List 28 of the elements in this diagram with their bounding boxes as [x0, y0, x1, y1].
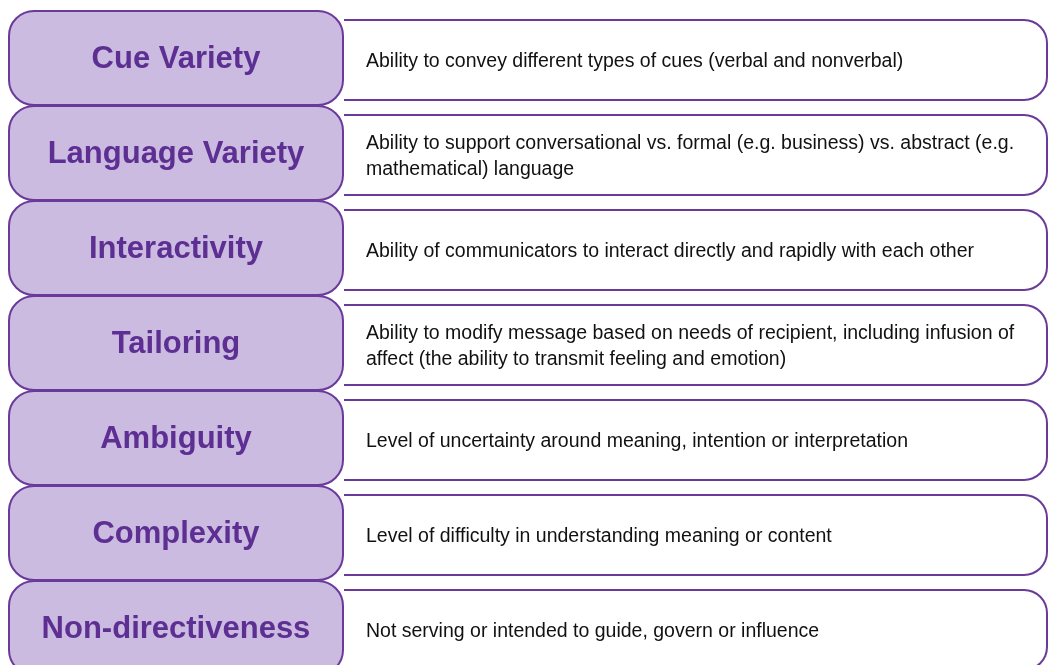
description-box: [344, 494, 1048, 576]
description-box: [344, 114, 1048, 196]
description-text: Ability to support conversational vs. formal (e.g. business) vs. abstract (e.g. mathematical) language: [366, 130, 1016, 181]
term-label: Cue Variety: [91, 40, 261, 76]
description-text: Level of difficulty in understanding meaning or content: [366, 523, 832, 548]
term-box: [8, 390, 344, 486]
term-box: [8, 200, 344, 296]
term-label: Interactivity: [89, 230, 263, 266]
description-text: Ability to convey different types of cues (verbal and nonverbal): [366, 48, 904, 73]
term-label: Non-directiveness: [41, 610, 311, 646]
term-label: Ambiguity: [100, 420, 252, 456]
term-label: Tailoring: [111, 325, 241, 361]
term-box: [8, 10, 344, 106]
description-box: [344, 399, 1048, 481]
term-label: Complexity: [92, 515, 260, 551]
description-text: Ability to modify message based on needs of recipient, including infusion of affect (the ability to transmit feeling and emotion): [366, 320, 1016, 371]
term-label: Language Variety: [47, 135, 305, 171]
term-box: [8, 485, 344, 581]
term-box: [8, 580, 344, 665]
description-text: Level of uncertainty around meaning, intention or interpretation: [366, 428, 908, 453]
description-text: Not serving or intended to guide, govern or influence: [366, 618, 820, 643]
term-box: [8, 295, 344, 391]
description-box: [344, 589, 1048, 665]
term-box: [8, 105, 344, 201]
description-box: [344, 209, 1048, 291]
description-box: [344, 304, 1048, 386]
description-text: Ability of communicators to interact directly and rapidly with each other: [366, 238, 975, 263]
description-box: [344, 19, 1048, 101]
